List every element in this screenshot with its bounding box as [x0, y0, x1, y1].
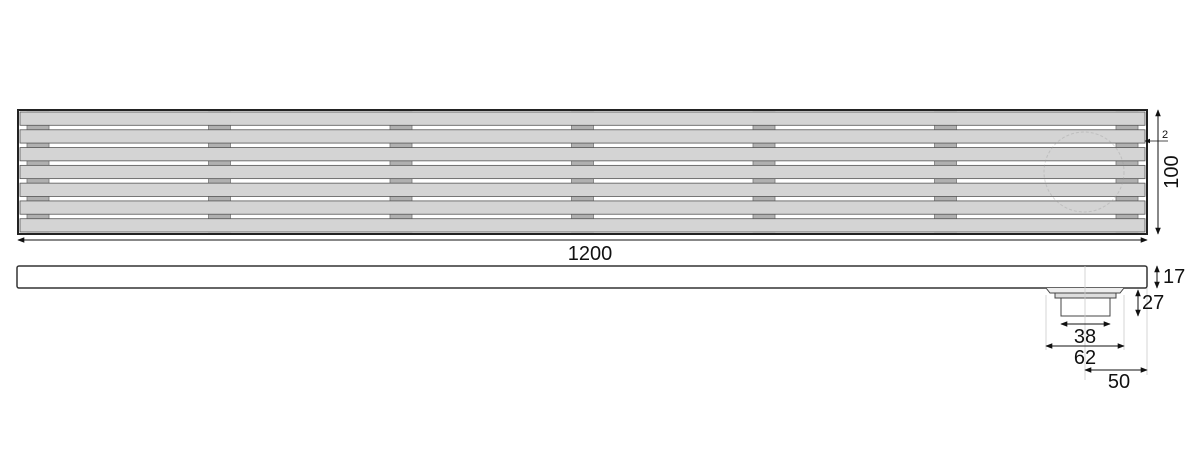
grate-bar: [19, 218, 1146, 233]
length-dimension-label: 1200: [568, 243, 613, 265]
height-dimension-label: 17: [1163, 266, 1185, 288]
edge-gap-dimension-label: 2: [1162, 129, 1168, 141]
grate-bar: [19, 200, 1146, 215]
outlet-hidden-circle: [1043, 131, 1125, 213]
width-dimension-label: 100: [1161, 155, 1183, 188]
flange-diameter-dimension-label: 62: [1074, 347, 1096, 369]
grate-bar: [19, 129, 1146, 144]
outlet-offset-dimension-label: 50: [1108, 371, 1130, 393]
outlet-collar: [1054, 292, 1117, 299]
bar-group: [19, 111, 1146, 233]
grate-bar: [19, 182, 1146, 197]
inner-diameter-dimension-label: 38: [1074, 326, 1096, 348]
outlet-pipe: [1060, 297, 1111, 317]
channel-body: [16, 265, 1148, 289]
grate-bar: [19, 164, 1146, 180]
grate-bar: [19, 147, 1146, 162]
grate-bar: [19, 111, 1146, 126]
channel-side-view: [16, 265, 1148, 380]
grate-top-view: [17, 109, 1148, 235]
outlet-height-dimension-label: 27: [1142, 292, 1164, 314]
